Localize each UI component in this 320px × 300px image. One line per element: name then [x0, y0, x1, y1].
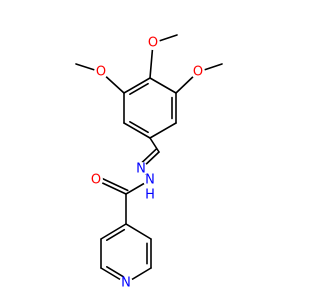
bond-p1-p2: [100, 223, 127, 240]
atom-background-o2: [94, 65, 108, 79]
atom-background-n2: [143, 173, 157, 187]
atom-background-o4: [89, 173, 103, 187]
atom-label-o3: O: [193, 65, 203, 80]
atom-label-o4: O: [91, 173, 101, 188]
atom-background-n3: [119, 276, 133, 290]
bond-a5-a6: [149, 122, 177, 139]
atom-label-h1: H: [145, 188, 155, 203]
bond-a6-a4: [123, 122, 151, 139]
atom-label-n3: N: [121, 276, 131, 291]
bond-p1-p2-double: [106, 228, 126, 241]
atom-background-o1: [146, 36, 160, 50]
atom-background-n1: [134, 162, 148, 176]
atom-background-o3: [191, 65, 205, 79]
bond-p1-p3: [125, 223, 152, 240]
bond-a6-a4-double: [129, 120, 149, 134]
atom-label-o1: O: [148, 36, 158, 51]
bond-a1-a3: [149, 77, 177, 94]
atom-label-n1: N: [136, 162, 146, 177]
bond-a6-ch: [149, 137, 160, 153]
atom-label-o2: O: [96, 65, 106, 80]
atom-label-n2: N: [145, 173, 155, 188]
atom-background-h1: [143, 188, 157, 202]
bond-p6-p4-double: [106, 266, 126, 279]
bond-a1-a2-double: [129, 82, 149, 96]
bond-a1-a2: [123, 77, 151, 94]
